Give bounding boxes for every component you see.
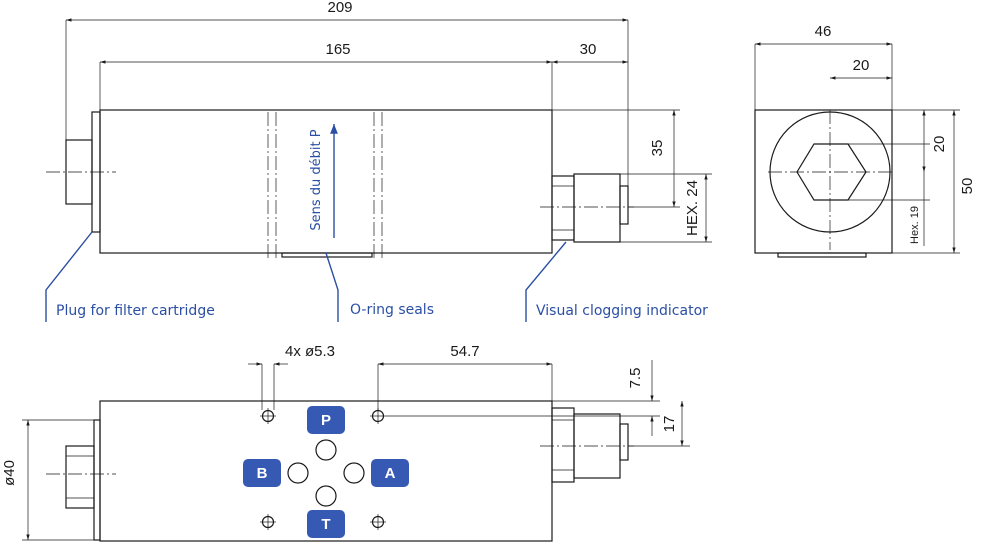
top-view: 209 165 30 35 HEX. 24 Sens du débit P	[46, 0, 712, 258]
port-b-label: B	[257, 465, 268, 482]
dim-side-offset: 20	[853, 57, 870, 74]
dim-indicator-length: 30	[580, 41, 597, 58]
dim-side-vertical-offset: 20	[931, 136, 948, 153]
plug-callout-label: Plug for filter cartridge	[56, 303, 215, 319]
dim-body-length: 165	[325, 41, 350, 58]
flow-direction-label: Sens du débit P	[309, 129, 324, 230]
port-label-t: T	[307, 510, 345, 538]
dim-diameter: ø40	[1, 460, 18, 486]
dim-bottom-offset-top: 7.5	[627, 368, 644, 389]
bottom-view: 4x ø5.3 54.7 7.5 17 ø40	[1, 343, 690, 542]
port-a-label: A	[385, 465, 396, 482]
plug-callout-line	[45, 231, 93, 322]
dim-side-hex: Hex. 19	[909, 206, 921, 244]
side-view: 46 20 20 50 Hex. 19	[754, 23, 976, 258]
oring-callout-label: O-ring seals	[350, 302, 434, 318]
port-p-label: P	[321, 412, 331, 429]
dim-indicator-hex: HEX. 24	[684, 180, 701, 236]
dim-holes: 4x ø5.3	[285, 343, 335, 360]
indicator-hex	[551, 175, 575, 241]
dim-side-height: 50	[959, 178, 976, 195]
port-t-label: T	[321, 516, 330, 533]
dim-indicator-offset: 35	[649, 140, 666, 157]
indicator-callout-label: Visual clogging indicator	[536, 303, 708, 319]
callouts: Plug for filter cartridge O-ring seals V…	[45, 231, 708, 322]
indicator-body	[573, 173, 621, 243]
dim-overall-length: 209	[327, 0, 352, 16]
filter-body	[99, 109, 553, 254]
indicator-cap	[619, 185, 629, 225]
dim-side-width: 46	[815, 23, 832, 40]
port-label-a: A	[371, 459, 409, 487]
oring-callout-line	[325, 252, 339, 322]
port-label-b: B	[243, 459, 281, 487]
dim-port-distance: 54.7	[450, 343, 479, 360]
indicator-callout-line	[525, 241, 567, 322]
dim-bottom-offset: 17	[661, 416, 678, 433]
port-label-p: P	[307, 406, 345, 434]
